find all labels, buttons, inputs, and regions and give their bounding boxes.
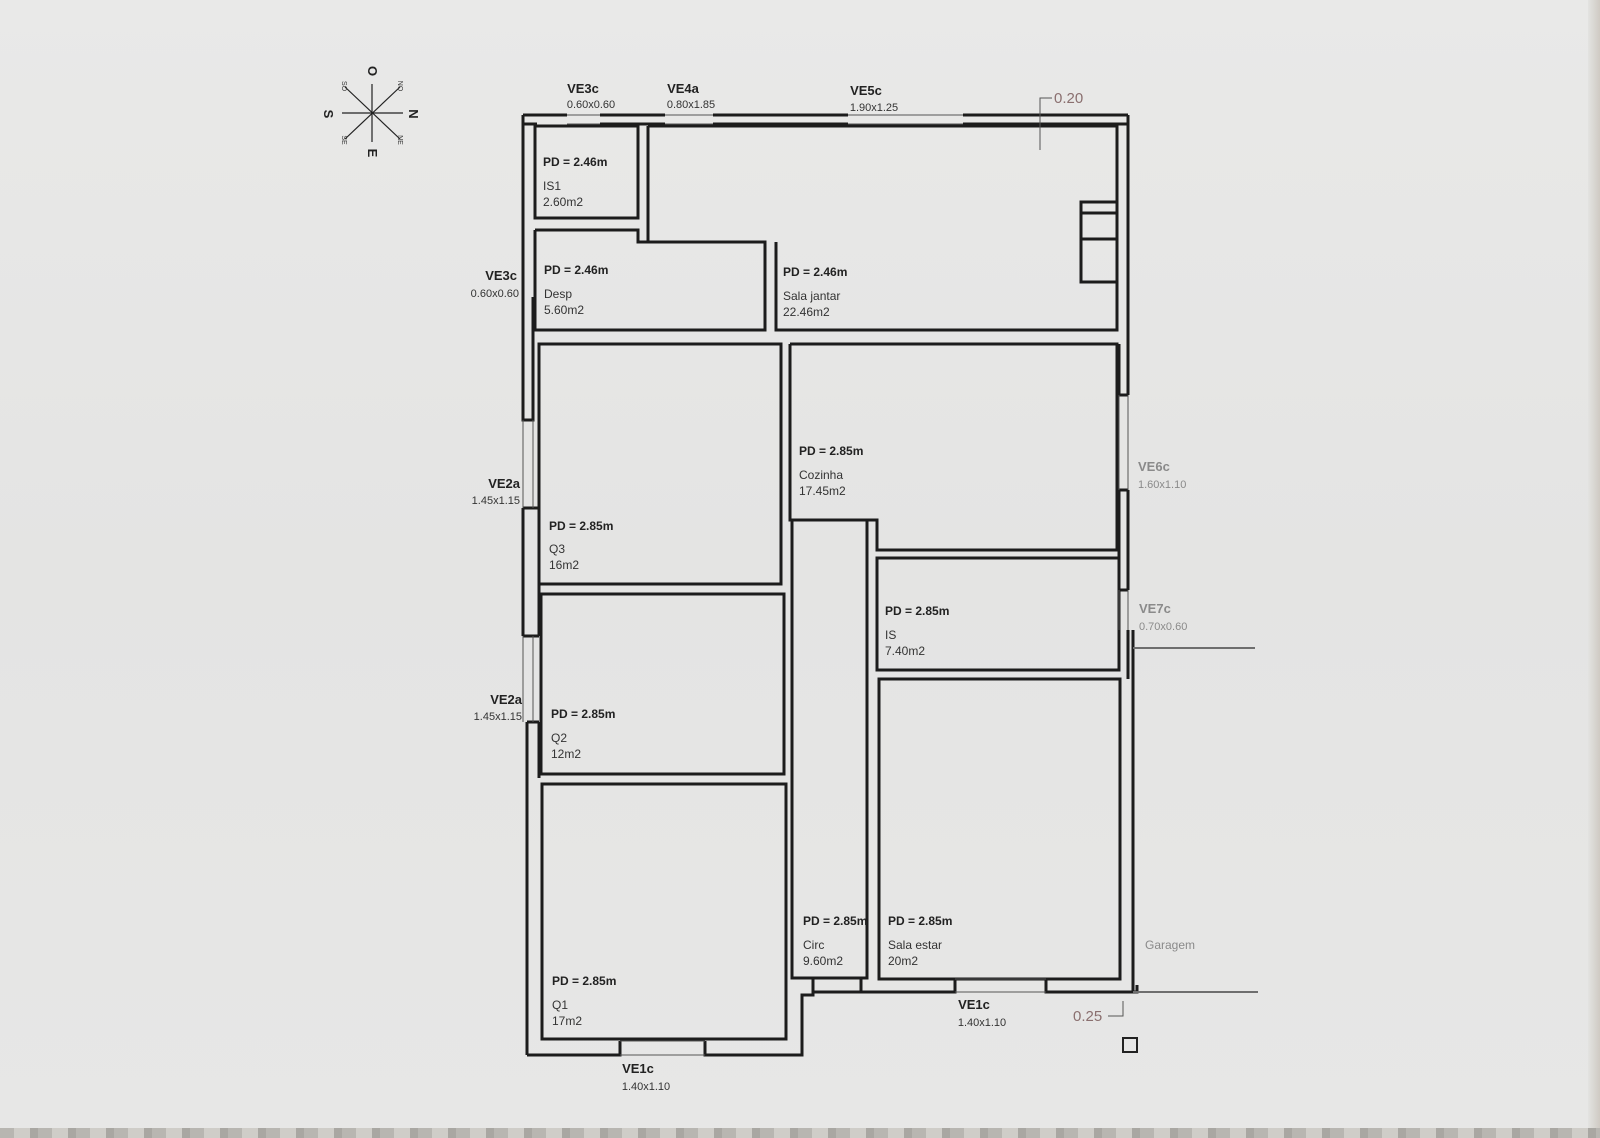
room-height: PD = 2.85m	[799, 444, 863, 458]
dimension-top: 0.20	[1054, 90, 1083, 107]
marker-square	[1122, 1037, 1138, 1053]
compass-e: E	[365, 149, 380, 158]
window-openings	[522, 114, 1129, 1056]
window-size: 1.60x1.10	[1138, 479, 1186, 491]
room-name: Cozinha	[799, 468, 843, 482]
window-code: VE6c	[1138, 459, 1170, 474]
window-code: VE3c	[567, 81, 599, 96]
dimension-bottom: 0.25	[1073, 1008, 1102, 1025]
room-q3: PD = 2.85m Q3 16m2	[549, 519, 613, 572]
room-name: Sala estar	[888, 938, 942, 952]
paper-edge	[1588, 0, 1600, 1128]
room-name: Desp	[544, 287, 572, 301]
compass-n: N	[406, 109, 421, 118]
window-ve1c-left: VE1c 1.40x1.10	[622, 1061, 670, 1093]
window-size: 1.45x1.15	[474, 711, 522, 723]
window-ve7c: VE7c 0.70x0.60	[1139, 601, 1187, 633]
window-size: 0.80x1.85	[667, 99, 715, 111]
window-size: 0.70x0.60	[1139, 621, 1187, 633]
room-name: Circ	[803, 938, 824, 952]
room-area: 17.45m2	[799, 484, 846, 498]
compass-so: SO	[340, 81, 347, 92]
room-area: 22.46m2	[783, 305, 830, 319]
room-q1: PD = 2.85m Q1 17m2	[552, 974, 616, 1028]
window-size: 1.40x1.10	[622, 1081, 670, 1093]
window-code: VE3c	[485, 268, 517, 283]
room-area: 12m2	[551, 747, 581, 761]
room-height: PD = 2.85m	[549, 519, 613, 533]
room-area: 17m2	[552, 1014, 582, 1028]
room-area: 20m2	[888, 954, 918, 968]
window-code: VE4a	[667, 81, 700, 96]
window-ve3c-left: VE3c 0.60x0.60	[471, 268, 519, 300]
window-ve2a-lower: VE2a 1.45x1.15	[474, 692, 523, 723]
room-height: PD = 2.85m	[885, 604, 949, 618]
room-circ: PD = 2.85m Circ 9.60m2	[803, 914, 867, 968]
window-ve1c-right: VE1c 1.40x1.10	[958, 997, 1006, 1029]
window-ve5c: VE5c 1.90x1.25	[850, 83, 898, 114]
compass-no: NO	[396, 81, 403, 92]
room-garagem: Garagem	[1145, 938, 1195, 952]
room-height: PD = 2.46m	[543, 155, 607, 169]
window-code: VE2a	[488, 476, 521, 491]
window-size: 1.90x1.25	[850, 102, 898, 114]
window-code: VE1c	[622, 1061, 654, 1076]
room-name: Q2	[551, 731, 567, 745]
room-height: PD = 2.85m	[552, 974, 616, 988]
room-height: PD = 2.85m	[551, 707, 615, 721]
room-desp: PD = 2.46m Desp 5.60m2	[544, 263, 608, 317]
window-ve2a-upper: VE2a 1.45x1.15	[472, 476, 521, 507]
compass-se: SE	[340, 135, 347, 145]
window-size: 0.60x0.60	[567, 99, 615, 111]
room-area: 5.60m2	[544, 303, 584, 317]
window-ve3c-top: VE3c 0.60x0.60	[567, 81, 615, 111]
compass-rose: O E N S NO SO NE SE	[321, 66, 421, 158]
window-code: VE5c	[850, 83, 882, 98]
room-name: Q3	[549, 542, 565, 556]
room-height: PD = 2.46m	[783, 265, 847, 279]
dimension-marks: 0.20 0.25	[1039, 90, 1138, 1053]
compass-s: S	[321, 110, 336, 119]
room-name: Sala jantar	[783, 289, 840, 303]
room-height: PD = 2.85m	[803, 914, 867, 928]
window-code: VE7c	[1139, 601, 1171, 616]
room-name: IS1	[543, 179, 561, 193]
room-sala-estar: PD = 2.85m Sala estar 20m2	[888, 914, 952, 968]
compass-o: O	[365, 66, 380, 76]
room-height: PD = 2.85m	[888, 914, 952, 928]
window-code: VE2a	[490, 692, 523, 707]
room-is1: PD = 2.46m IS1 2.60m2	[543, 155, 607, 209]
room-area: 7.40m2	[885, 644, 925, 658]
room-area: 2.60m2	[543, 195, 583, 209]
window-size: 1.40x1.10	[958, 1017, 1006, 1029]
room-q2: PD = 2.85m Q2 12m2	[551, 707, 615, 761]
room-height: PD = 2.46m	[544, 263, 608, 277]
window-size: 1.45x1.15	[472, 495, 520, 507]
walls	[521, 113, 1139, 1057]
garage-outline	[1133, 647, 1258, 993]
room-sala-jantar: PD = 2.46m Sala jantar 22.46m2	[783, 265, 847, 319]
room-cozinha: PD = 2.85m Cozinha 17.45m2	[799, 444, 863, 498]
table-surface	[0, 1128, 1600, 1138]
room-name: Q1	[552, 998, 568, 1012]
window-code: VE1c	[958, 997, 990, 1012]
compass-ne: NE	[396, 135, 403, 145]
room-is: PD = 2.85m IS 7.40m2	[885, 604, 949, 658]
window-ve6c: VE6c 1.60x1.10	[1138, 459, 1186, 491]
room-name: IS	[885, 628, 896, 642]
room-area: 9.60m2	[803, 954, 843, 968]
window-ve4a: VE4a 0.80x1.85	[667, 81, 715, 111]
room-area: 16m2	[549, 558, 579, 572]
window-size: 0.60x0.60	[471, 288, 519, 300]
